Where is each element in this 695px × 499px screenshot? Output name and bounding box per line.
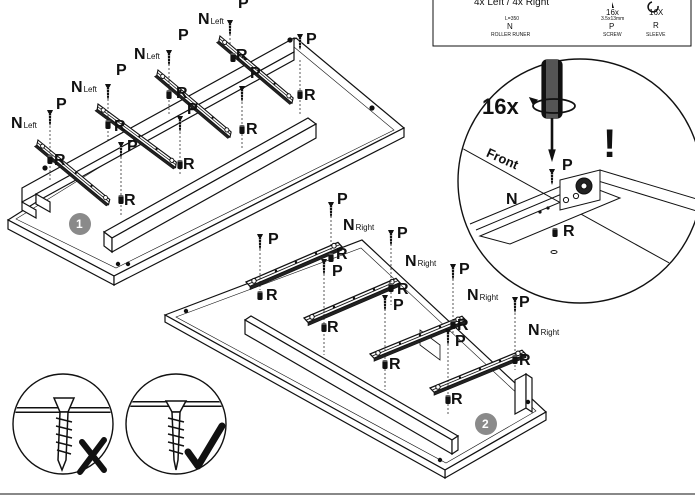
detail-r: R — [563, 223, 575, 240]
step-badge-1 — [69, 213, 91, 235]
label-r: R — [124, 192, 136, 209]
detail-p: P — [562, 157, 573, 174]
label-r: R — [336, 246, 348, 263]
detail-magnifier — [457, 58, 695, 304]
step-badges — [69, 213, 497, 435]
label-n-left-4: NLeft — [198, 11, 224, 28]
step-number-2: 2 — [482, 417, 489, 431]
label-p: P — [519, 294, 530, 311]
label-p: P — [250, 65, 261, 82]
detail-n: N — [506, 191, 518, 208]
label-r: R — [451, 391, 463, 408]
right-example — [125, 373, 227, 475]
label-n-left-3: NLeft — [134, 46, 160, 63]
label-p: P — [393, 297, 404, 314]
legend-sleeve-letter: R — [653, 21, 659, 30]
label-r: R — [519, 352, 531, 369]
legend-box — [432, 0, 692, 47]
wrong-example — [12, 373, 114, 475]
legend-sleeve-count: 16X — [649, 8, 664, 17]
legend-screw-dim: 3.5x13mm — [601, 16, 625, 22]
label-r: R — [176, 85, 188, 102]
label-r: R — [54, 152, 66, 169]
label-p: P — [332, 263, 343, 280]
label-n-right-1: NRight — [343, 217, 375, 234]
label-p: P — [238, 0, 249, 12]
label-p: P — [397, 225, 408, 242]
legend-runner-letter: N — [507, 22, 513, 31]
label-r: R — [236, 47, 248, 64]
label-p: P — [127, 138, 138, 155]
cross-icon — [77, 437, 107, 475]
legend-screw-count: 16x — [606, 8, 619, 17]
legend-runner-dim: L=350 — [505, 16, 520, 22]
label-p: P — [178, 27, 189, 44]
board-panel-1 — [6, 36, 406, 286]
label-n-left-2: NLeft — [71, 79, 97, 96]
legend-sleeve-name: SLEEVE — [646, 32, 666, 38]
detail-count: 16x — [482, 94, 519, 119]
label-r: R — [114, 118, 126, 135]
label-r: R — [397, 281, 409, 298]
legend-screw-name: SCREW — [603, 32, 622, 38]
label-n-right-3: NRight — [467, 287, 499, 304]
label-n-right-4: NRight — [528, 322, 560, 339]
legend-screw-letter: P — [609, 22, 615, 31]
step-number-1: 1 — [76, 217, 83, 231]
step-badge-2 — [475, 413, 497, 435]
label-p: P — [56, 96, 67, 113]
label-p: P — [306, 31, 317, 48]
label-r: R — [266, 287, 278, 304]
check-icon — [184, 422, 226, 470]
legend-header: 4x Left / 4x Right — [474, 0, 550, 8]
label-r: R — [246, 121, 258, 138]
label-p: P — [337, 191, 348, 208]
label-r: R — [304, 87, 316, 104]
warning-icon: ! — [603, 122, 617, 166]
label-n-right-2: NRight — [405, 253, 437, 270]
label-p: P — [116, 62, 127, 79]
label-p: P — [459, 261, 470, 278]
label-r: R — [183, 156, 195, 173]
label-p: P — [455, 333, 466, 350]
label-p: P — [187, 101, 198, 118]
label-p: P — [268, 231, 279, 248]
label-r: R — [327, 319, 339, 336]
label-r: R — [389, 356, 401, 373]
legend-runner-name: ROLLER RUNER — [491, 32, 531, 38]
label-r: R — [457, 317, 469, 334]
label-n-left-1: NLeft — [11, 115, 37, 132]
